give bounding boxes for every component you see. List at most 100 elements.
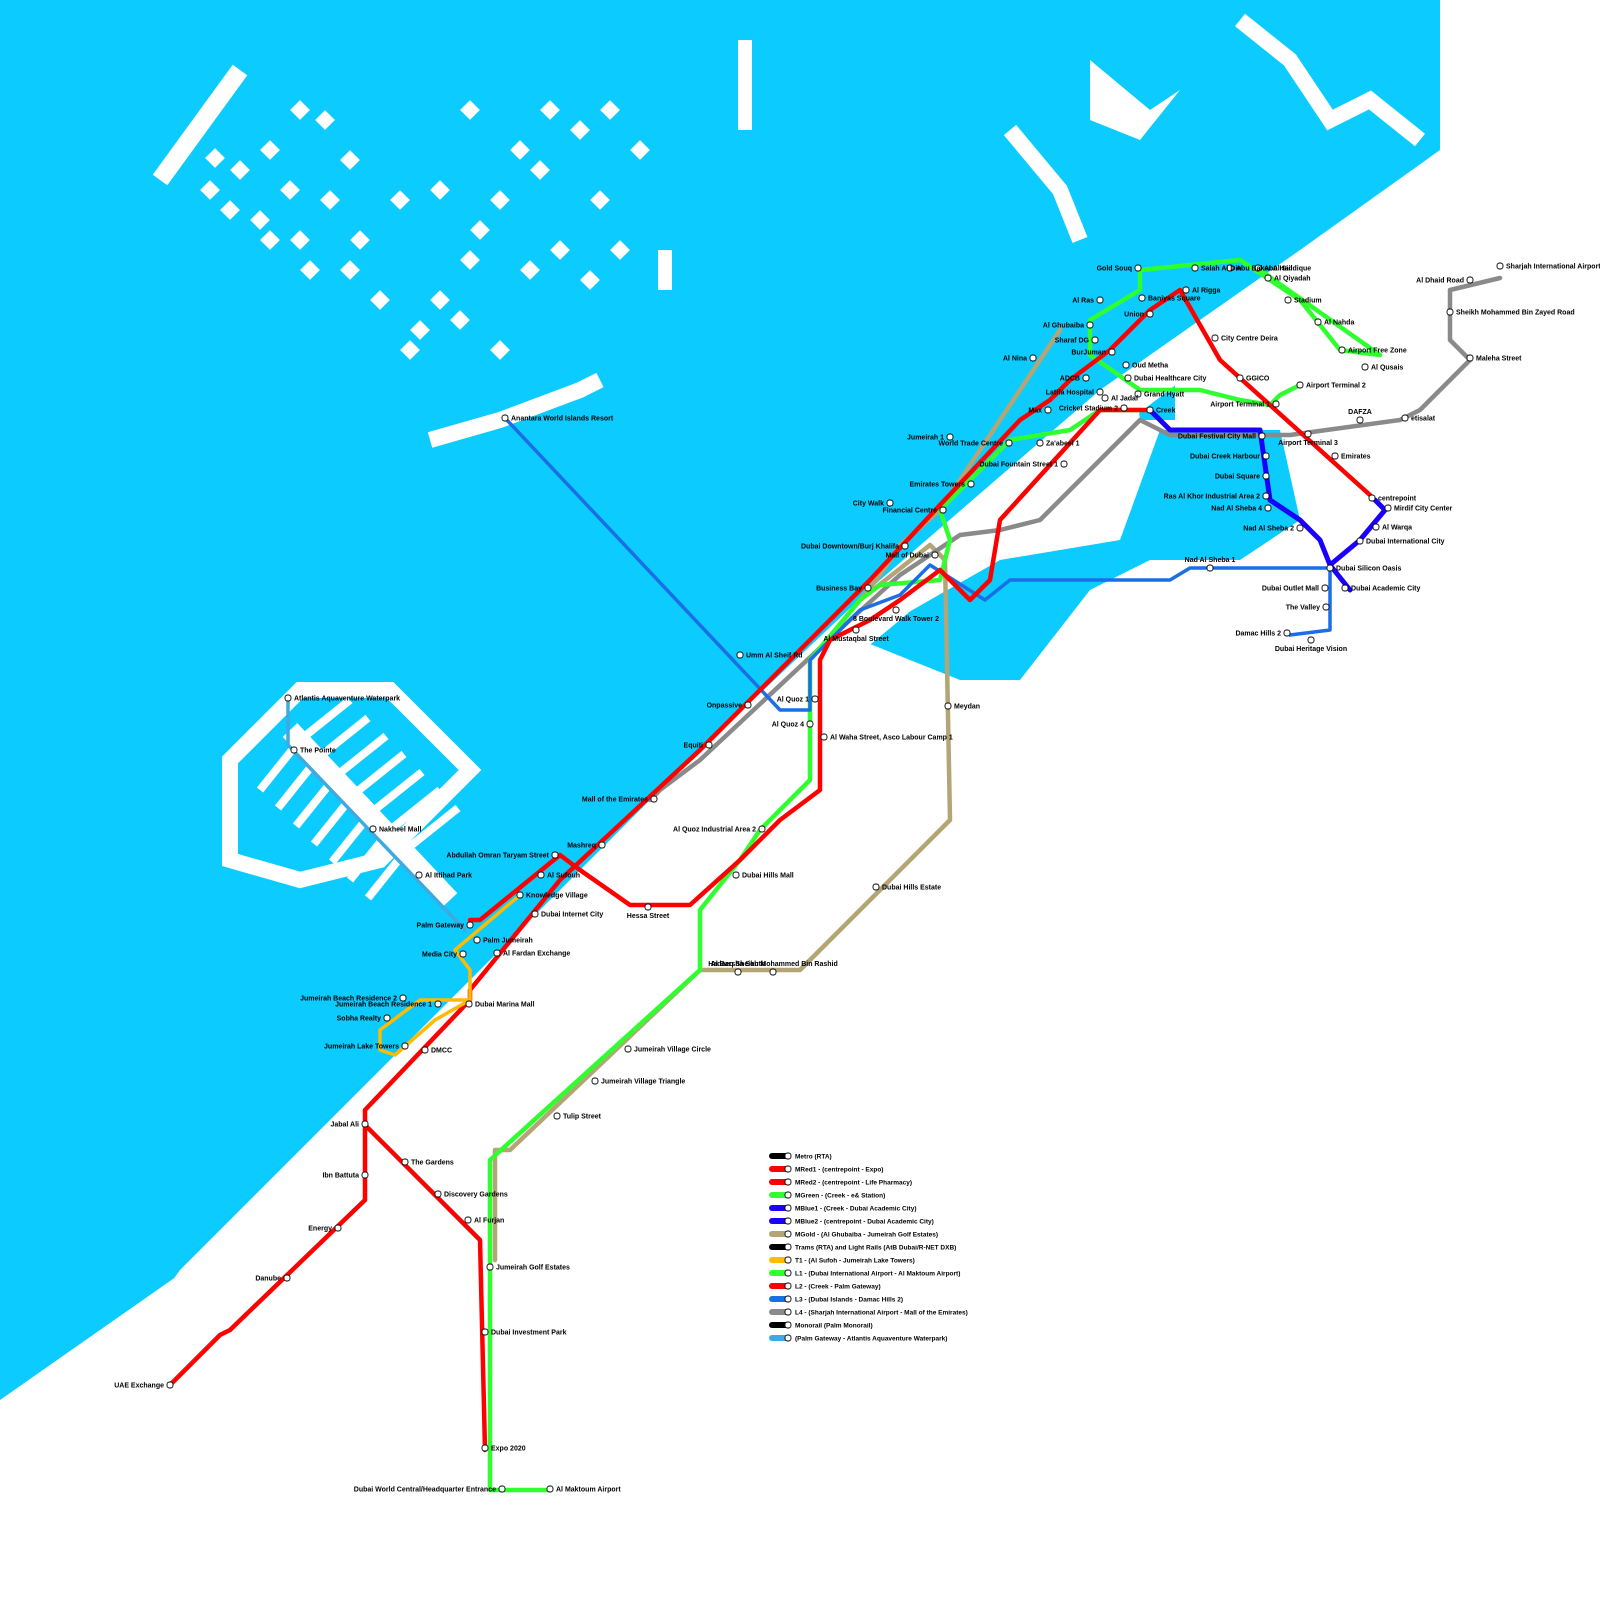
station-sharjah-international-airport[interactable]: Sharjah International Airport [1496,262,1600,271]
station-dubai-creek-harbour[interactable]: Dubai Creek Harbour [1190,452,1270,461]
station-uae-exchange[interactable]: UAE Exchange [114,1381,174,1390]
station-creek[interactable]: Creek [1146,406,1176,415]
station-jabal-ali[interactable]: Jabal Ali [330,1120,369,1129]
station-dubai-square[interactable]: Dubai Square [1215,472,1270,481]
station-emirates-towers[interactable]: Emirates Towers [909,480,975,489]
station-al-warqa[interactable]: Al Warqa [1372,523,1412,532]
station-al-dhaid-road[interactable]: Al Dhaid Road [1416,276,1474,285]
station-airport-terminal-3[interactable]: Airport Terminal 3 [1278,430,1338,447]
station-al-quoz-4[interactable]: Al Quoz 4 [772,720,814,729]
station-dubai-outlet-mall[interactable]: Dubai Outlet Mall [1262,584,1329,593]
station-dubai-hills-mall[interactable]: Dubai Hills Mall [732,871,794,880]
station-mashreq[interactable]: Mashreq [567,841,606,850]
station-sharaf-dg[interactable]: Sharaf DG [1055,336,1099,345]
station-hadaeq-sheikh-mohammed-bin-rashid[interactable]: Hadaeq Sheikh Mohammed Bin Rashid [708,961,838,976]
station-dubai-fountain-street-1[interactable]: Dubai Fountain Street 1 [979,460,1068,469]
station-al-furjan[interactable]: Al Furjan [464,1216,504,1225]
station-the-pointe[interactable]: The Pointe [290,746,336,755]
station-al-ras[interactable]: Al Ras [1072,296,1104,305]
station-cricket-stadium-2[interactable]: Cricket Stadium 2 [1059,404,1128,413]
station-jumeirah-village-circle[interactable]: Jumeirah Village Circle [624,1045,711,1054]
station-nad-al-sheba-2[interactable]: Nad Al Sheba 2 [1243,524,1304,533]
station-dubai-hills-estate[interactable]: Dubai Hills Estate [872,883,941,892]
station-airport-terminal-2[interactable]: Airport Terminal 2 [1296,381,1366,390]
station-tulip-street[interactable]: Tulip Street [553,1112,602,1121]
station-jumeirah-beach-residence-2[interactable]: Jumeirah Beach Residence 2 [300,994,407,1003]
station-8-boulevard-walk-tower-2[interactable]: 8 Boulevard Walk Tower 2 [853,606,939,623]
station-dubai-investment-park[interactable]: Dubai Investment Park [481,1328,567,1337]
station-dubai-academic-city[interactable]: Dubai Academic City [1341,584,1420,593]
station-knowledge-village[interactable]: Knowledge Village [516,891,588,900]
station-dubai-healthcare-city[interactable]: Dubai Healthcare City [1124,374,1206,383]
station-burjuman[interactable]: BurJuman [1071,348,1116,357]
station-dubai-marina-mall[interactable]: Dubai Marina Mall [465,1000,535,1009]
station-latifa-hospital[interactable]: Latifa Hospital [1046,388,1104,397]
station-sheikh-mohammed-bin-zayed-road[interactable]: Sheikh Mohammed Bin Zayed Road [1446,308,1575,317]
station-palm-gateway[interactable]: Palm Gateway [417,921,474,930]
station-airport-terminal-1[interactable]: Airport Terminal 1 [1210,400,1280,409]
station-union[interactable]: Union [1124,310,1154,319]
station-al-nahda[interactable]: Al Nahda [1314,318,1354,327]
station-dubai-world-central-headquarter-entrance[interactable]: Dubai World Central/Headquarter Entrance [354,1485,506,1494]
station-gold-souq[interactable]: Gold Souq [1097,264,1142,273]
station-atlantis-aquaventure-waterpark[interactable]: Atlantis Aquaventure Waterpark [284,694,400,703]
station-mirdif-city-center[interactable]: Mirdif City Center [1384,504,1453,513]
station-ggico[interactable]: GGICO [1236,374,1270,383]
station-maleha-street[interactable]: Maleha Street [1466,354,1522,363]
station-salah-al-din[interactable]: Salah Al Din [1191,264,1242,273]
station-jumeirah-golf-estates[interactable]: Jumeirah Golf Estates [486,1263,570,1272]
station-airport-free-zone[interactable]: Airport Free Zone [1338,346,1407,355]
station-dubai-heritage-vision[interactable]: Dubai Heritage Vision [1275,636,1347,653]
station-al-fardan-exchange[interactable]: Al Fardan Exchange [493,949,570,958]
station-al-nina[interactable]: Al Nina [1003,354,1037,363]
station-adcb[interactable]: ADCB [1060,374,1090,383]
station-oud-metha[interactable]: Oud Metha [1122,361,1168,370]
station-umm-al-sheif-rd[interactable]: Umm Al Sheif Rd [736,651,803,660]
station-palm-jumeirah[interactable]: Palm Jumeirah [473,936,533,945]
station-sobha-realty[interactable]: Sobha Realty [337,1014,391,1023]
station-mall-of-the-emirates[interactable]: Mall of the Emirates [582,795,658,804]
station-dubai-international-city[interactable]: Dubai International City [1356,537,1445,546]
station-jumeirah-beach-residence-1[interactable]: Jumeirah Beach Residence 1 [335,1000,442,1009]
station-al-barsha-south[interactable]: Al Barsha South [711,961,765,976]
station-emirates[interactable]: Emirates [1331,452,1371,461]
station-financial-centre[interactable]: Financial Centre [883,506,947,515]
station-jumeirah-lake-towers[interactable]: Jumeirah Lake Towers [324,1042,409,1051]
station-damac-hills-2[interactable]: Damac Hills 2 [1235,629,1291,638]
station-za-abeel-1[interactable]: Za'abeel 1 [1036,439,1080,448]
station-al-qusais[interactable]: Al Qusais [1361,363,1403,372]
station-city-walk[interactable]: City Walk [853,499,894,508]
station-al-maktoum-airport[interactable]: Al Maktoum Airport [546,1485,621,1494]
station-dmcc[interactable]: DMCC [421,1046,452,1055]
station-mall-of-dubai[interactable]: Mall of Dubai [885,551,939,560]
station-energy[interactable]: Energy [308,1224,342,1233]
station-al-ghubaiba[interactable]: Al Ghubaiba [1043,321,1094,330]
station-nad-al-sheba-1[interactable]: Nad Al Sheba 1 [1185,557,1236,572]
station-dafza[interactable]: DAFZA [1348,409,1372,424]
station-max[interactable]: Max [1028,406,1052,415]
station-nad-al-sheba-4[interactable]: Nad Al Sheba 4 [1211,504,1272,513]
station-equiti[interactable]: Equiti [684,741,713,750]
station-jumeirah-village-triangle[interactable]: Jumeirah Village Triangle [591,1077,685,1086]
station-the-gardens[interactable]: The Gardens [401,1158,454,1167]
station-ras-al-khor-industrial-area-2[interactable]: Ras Al Khor Industrial Area 2 [1164,492,1270,501]
station-abu-hail[interactable]: Abu Hail [1254,264,1292,273]
station-onpassive[interactable]: Onpassive [707,701,752,710]
station-abu-baker-al-siddique[interactable]: Abu Baker Al Siddique [1226,264,1311,273]
station-dubai-downtown-burj-khalifa[interactable]: Dubai Downtown/Burj Khalifa [801,542,909,551]
station-media-city[interactable]: Media City [422,950,467,959]
station-meydan[interactable]: Meydan [944,702,980,711]
station-ibn-battuta[interactable]: Ibn Battuta [322,1171,369,1180]
station-baniyas-square[interactable]: Baniyas Square [1138,294,1201,303]
station-hessa-street[interactable]: Hessa Street [627,903,670,920]
station-city-centre-deira[interactable]: City Centre Deira [1211,334,1278,343]
station-dubai-internet-city[interactable]: Dubai Internet City [531,910,603,919]
station-al-waha-street-asco-labour-camp-1[interactable]: Al Waha Street, Asco Labour Camp 1 [820,733,953,742]
station-al-ittihad-park[interactable]: Al Ittihad Park [415,871,472,880]
station-al-mustaqbal-street[interactable]: Al Mustaqbal Street [823,626,889,643]
station-business-bay[interactable]: Business Bay [816,584,872,593]
station-al-quoz-1[interactable]: Al Quoz 1 [777,695,819,704]
station-al-sufouh[interactable]: Al Sufouh [537,871,580,880]
station-grand-hyatt[interactable]: Grand Hyatt [1134,390,1185,399]
station-anantara-world-islands-resort[interactable]: Anantara World Islands Resort [501,414,614,423]
